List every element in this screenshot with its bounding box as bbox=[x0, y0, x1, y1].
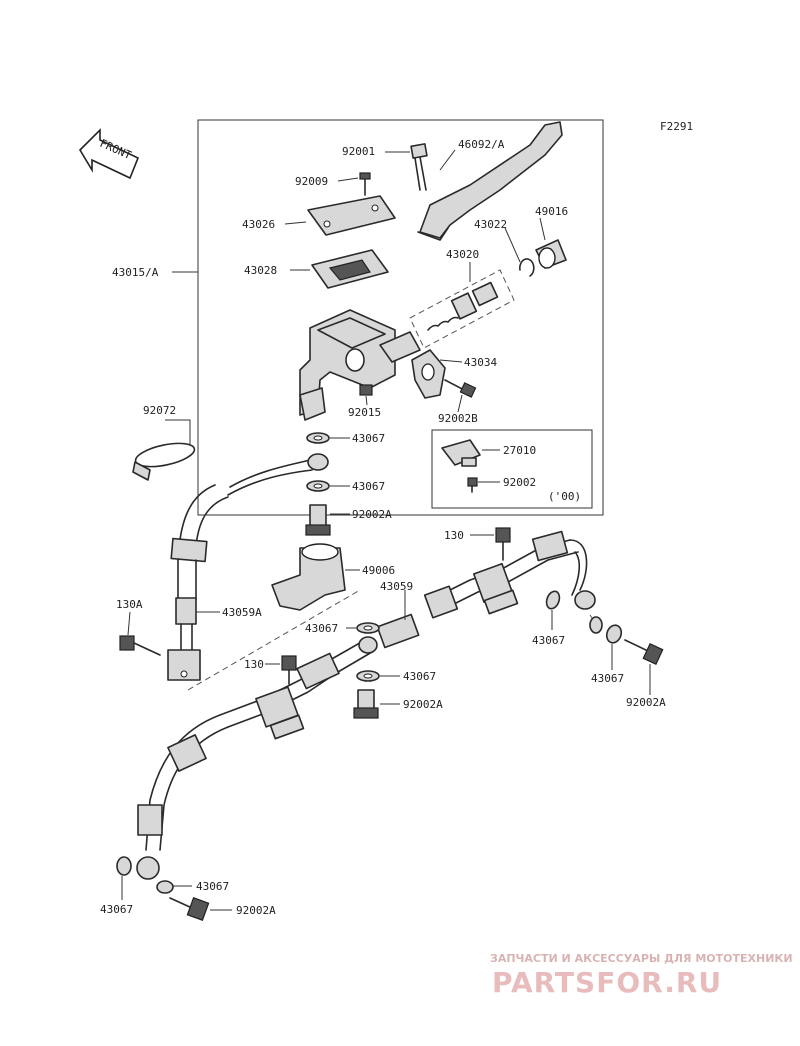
label-92002A-a: 92002A bbox=[352, 508, 392, 521]
banjo-bolt-92002A-top bbox=[305, 504, 331, 536]
label-43067-b: 43067 bbox=[352, 480, 385, 493]
watermark-tagline: ЗАПЧАСТИ И АКСЕССУАРЫ ДЛЯ МОТОТЕХНИКИ bbox=[490, 952, 793, 965]
label-92002: 92002 bbox=[503, 476, 536, 489]
figure-code: F2291 bbox=[660, 120, 693, 133]
label-92002A-d: 92002A bbox=[236, 904, 276, 917]
label-43034: 43034 bbox=[464, 356, 497, 369]
label-92002A-b: 92002A bbox=[403, 698, 443, 711]
label-43067-f: 43067 bbox=[591, 672, 624, 685]
label-27010: 27010 bbox=[503, 444, 536, 457]
washer-43067-right bbox=[545, 590, 561, 610]
washer-43067-lower-mid bbox=[356, 670, 380, 682]
switch-27010 bbox=[441, 439, 481, 467]
watermark-logo: PARTSFOR.RU bbox=[492, 966, 722, 999]
screw-92002 bbox=[467, 477, 478, 493]
bolt-130A bbox=[119, 635, 161, 656]
label-43067-h: 43067 bbox=[100, 903, 133, 916]
boot-49016 bbox=[535, 239, 567, 269]
label-43059A: 43059A bbox=[222, 606, 262, 619]
banjo-bolt-92002A-bottom bbox=[169, 897, 210, 921]
lower-brake-hose bbox=[136, 636, 378, 880]
banjo-bolt-92002A-right bbox=[624, 639, 664, 666]
switch-sub-box bbox=[431, 429, 593, 509]
label-00: ('00) bbox=[548, 490, 581, 503]
label-92002A-c: 92002A bbox=[626, 696, 666, 709]
banjo-bolt-92002A-mid bbox=[353, 689, 379, 719]
label-46092A: 46092/A bbox=[458, 138, 505, 151]
bolt-130-lower bbox=[281, 655, 297, 685]
brake-joint-43059 bbox=[376, 530, 603, 649]
clamp-43034 bbox=[411, 349, 446, 399]
band-92072 bbox=[132, 442, 196, 481]
nut-92015 bbox=[359, 384, 373, 396]
bolt-92001 bbox=[410, 143, 428, 191]
snap-ring-43022 bbox=[519, 258, 535, 277]
label-130-b: 130 bbox=[244, 658, 264, 671]
label-92072: 92072 bbox=[143, 404, 176, 417]
brake-lever-46092A bbox=[417, 121, 563, 241]
label-92009: 92009 bbox=[295, 175, 328, 188]
label-43067-e: 43067 bbox=[403, 670, 436, 683]
label-43028: 43028 bbox=[244, 264, 277, 277]
label-43067-d: 43067 bbox=[532, 634, 565, 647]
label-130-a: 130 bbox=[444, 529, 464, 542]
label-92001: 92001 bbox=[342, 145, 375, 158]
master-cylinder-body bbox=[299, 309, 421, 421]
label-43067-c: 43067 bbox=[305, 622, 338, 635]
washer-43067-second bbox=[306, 480, 330, 492]
label-49016: 49016 bbox=[535, 205, 568, 218]
piston-kit-43020 bbox=[409, 269, 515, 349]
diaphragm-43028 bbox=[311, 249, 389, 289]
washer-43067-far-right bbox=[605, 624, 623, 644]
label-43022: 43022 bbox=[474, 218, 507, 231]
label-43020: 43020 bbox=[446, 248, 479, 261]
screw-92009 bbox=[359, 172, 371, 196]
upper-brake-hose bbox=[167, 453, 329, 681]
cover-49006 bbox=[271, 543, 346, 611]
label-49006: 49006 bbox=[362, 564, 395, 577]
label-43015A: 43015/A bbox=[112, 266, 159, 279]
label-43059: 43059 bbox=[380, 580, 413, 593]
label-92015: 92015 bbox=[348, 406, 381, 419]
label-92002B: 92002B bbox=[438, 412, 478, 425]
master-cylinder-box bbox=[197, 119, 604, 516]
front-arrow-icon: FRONT bbox=[78, 128, 140, 180]
washer-43067-mid bbox=[356, 622, 380, 634]
washer-43067-bottom bbox=[156, 880, 174, 894]
label-43067-a: 43067 bbox=[352, 432, 385, 445]
washer-43067-bottom-left bbox=[116, 856, 132, 876]
bolt-92002B bbox=[444, 379, 477, 398]
washer-43067-upper bbox=[306, 432, 330, 444]
bolt-130-upper bbox=[495, 527, 511, 561]
reservoir-cap-43026 bbox=[307, 195, 396, 236]
label-43026: 43026 bbox=[242, 218, 275, 231]
label-43067-g: 43067 bbox=[196, 880, 229, 893]
label-130A: 130A bbox=[116, 598, 143, 611]
